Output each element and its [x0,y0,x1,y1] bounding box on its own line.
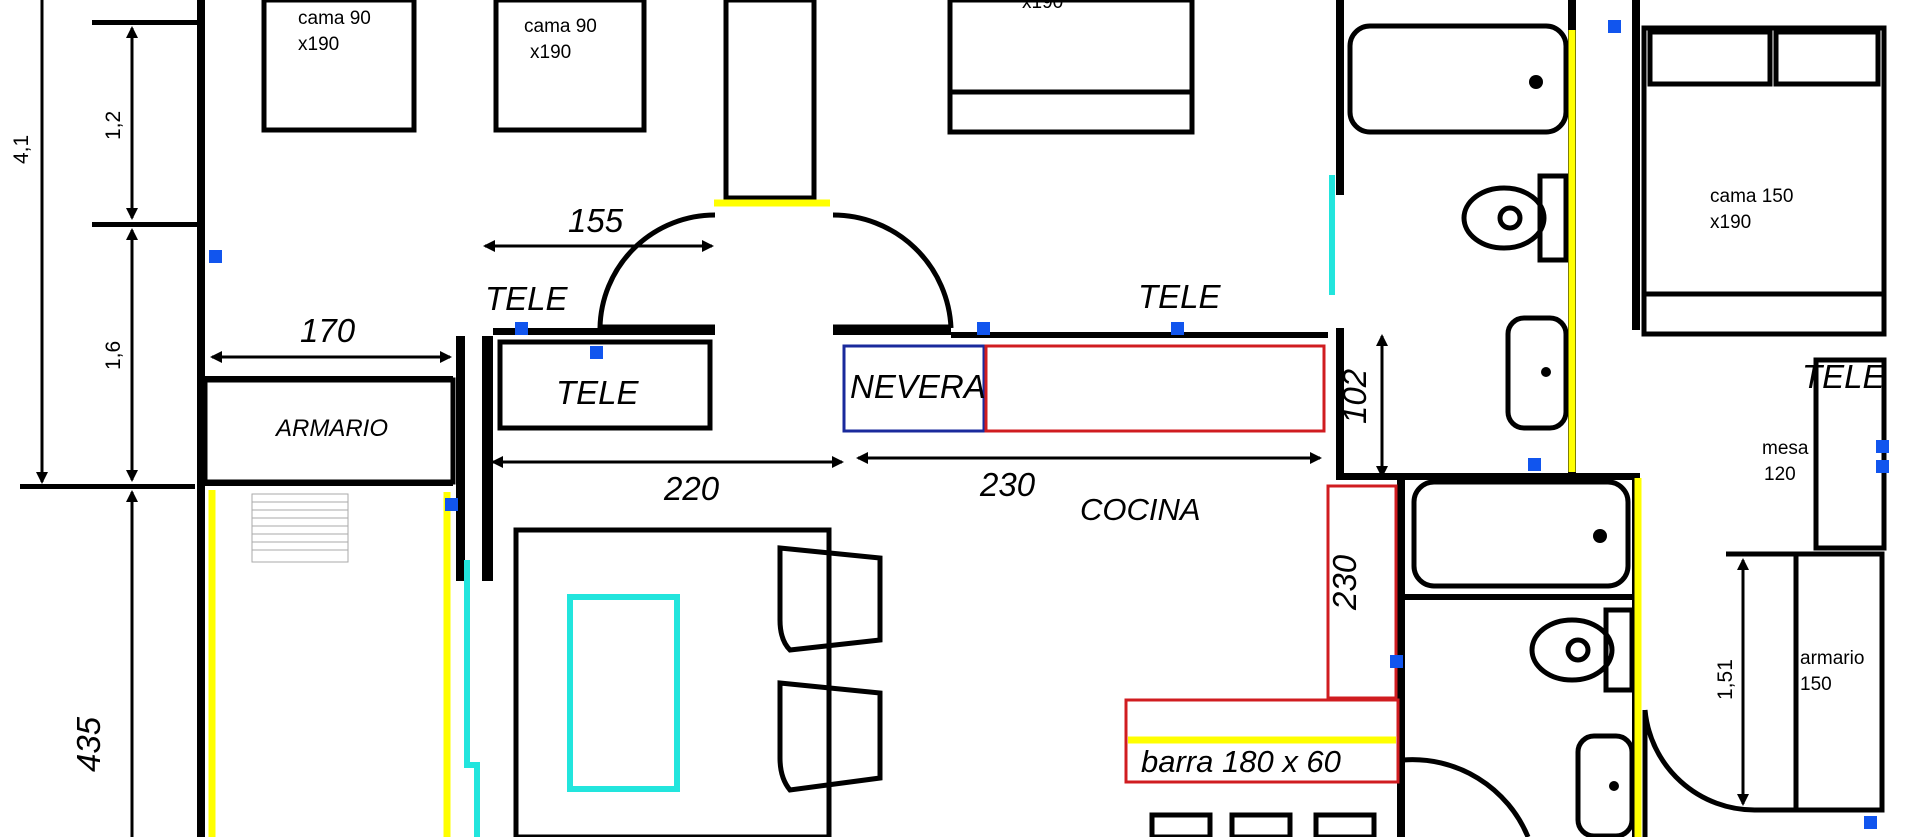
closet-lines [251,493,349,563]
mesa-label-2: 120 [1764,464,1796,485]
nevera [842,344,986,433]
sinks [1505,315,1635,837]
dim-102: 102 [1336,369,1373,424]
bar-stools [1149,812,1377,837]
cocina-label: COCINA [1080,492,1201,527]
barra-label: barra 180 x 60 [1141,744,1341,779]
armario-right [1726,551,1885,813]
toilets [1461,173,1635,693]
dim-230-h: 230 [979,466,1036,503]
dim-155: 155 [568,202,624,239]
bed-top-label: x190 [1022,0,1063,13]
dim-4-1: 4,1 [10,135,33,164]
tele-cabinet [497,339,713,431]
armario-left [202,377,456,485]
sofa-table [513,527,832,837]
tele-label-4: TELE [1802,358,1886,395]
bathtub-1 [1347,23,1569,135]
dim-220: 220 [663,470,720,507]
bed-top-middle [947,0,1195,135]
bed-90-a [261,0,417,133]
desk-mesa [1813,357,1887,551]
dim-1-2: 1,2 [102,111,125,140]
dim-230-v: 230 [1326,554,1363,611]
dim-1-6: 1,6 [102,341,125,370]
mesa-label-1: mesa [1762,438,1809,459]
bed-90-b-label-2: x190 [530,42,571,63]
bathtub-2 [1411,479,1631,589]
dim-170: 170 [300,312,356,349]
bed-150 [1641,25,1887,337]
windows [464,175,1335,837]
dim-1-51: 1,51 [1714,659,1737,700]
kitchen-counter [984,344,1400,784]
tele-label-2: TELE [1138,278,1222,315]
door-swings [597,212,1756,837]
armario-left-label: ARMARIO [274,415,388,442]
bed-150-label-2: x190 [1710,212,1751,233]
dim-435: 435 [70,716,107,772]
armario-right-label-1: armario [1800,648,1864,669]
dimension-lines [36,0,1749,837]
armario-right-label-2: 150 [1800,674,1832,695]
dimension-labels: 155 170 220 230 102 230 435 4,1 1,2 1,6 … [10,111,1737,772]
room-labels: cama 90 x190 cama 90 x190 x190 cama 150 … [274,0,1886,779]
nevera-label: NEVERA [850,368,986,405]
bed-90-b-label-1: cama 90 [524,16,597,37]
door-gaps [208,30,1642,837]
armchairs [777,545,883,793]
bed-90-a-label-1: cama 90 [298,8,371,29]
bed-90-a-label-2: x190 [298,34,339,55]
bed-150-label-1: cama 150 [1710,186,1793,207]
outlets [209,20,1889,829]
tele-label-1: TELE [485,280,569,317]
tele-label-3: TELE [556,374,640,411]
bed-90-b [493,0,647,133]
